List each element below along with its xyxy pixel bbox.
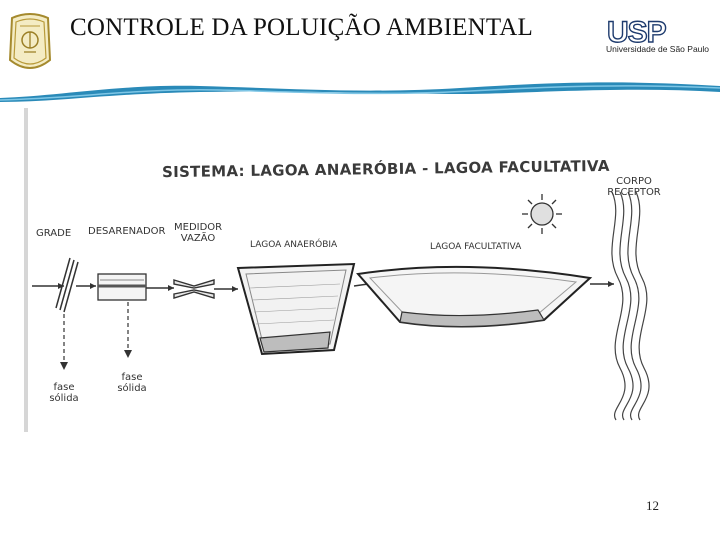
label-fase-solida-desarenador: fase sólida <box>112 372 152 394</box>
grade-screen-icon <box>55 257 79 313</box>
flow-meter-venturi-icon <box>173 279 215 299</box>
lagoa-anaerobia-tank <box>236 262 356 356</box>
label-corpo-receptor: CORPO RECEPTOR <box>606 176 662 198</box>
label-lagoa-facultativa: LAGOA FACULTATIVA <box>430 242 522 252</box>
label-medidor-vazao: MEDIDOR VAZÃO <box>174 222 222 244</box>
treatment-system-diagram <box>24 108 664 432</box>
label-lagoa-anaerobia: LAGOA ANAERÓBIA <box>250 240 338 250</box>
label-medidor-line2: VAZÃO <box>180 233 216 244</box>
page-number: 12 <box>646 498 659 513</box>
university-crest-icon <box>8 13 52 69</box>
label-medidor-line1: MEDIDOR <box>174 222 223 233</box>
label-corpo-line1: CORPO <box>616 176 652 187</box>
label-fase-1: fase <box>53 382 75 393</box>
usp-subtitle: Universidade de São Paulo <box>606 44 710 54</box>
header-wave-divider <box>0 82 720 102</box>
label-corpo-line2: RECEPTOR <box>607 187 661 198</box>
corpo-receptor-river <box>611 191 650 421</box>
usp-logo-text: USP <box>607 16 666 49</box>
label-solida-1: sólida <box>49 393 79 404</box>
label-desarenador: DESARENADOR <box>88 226 166 237</box>
label-fase-solida-grade: fase sólida <box>44 382 84 404</box>
lagoa-facultativa-tank <box>356 265 593 328</box>
page-title: CONTROLE DA POLUIÇÃO AMBIENTAL <box>70 14 534 41</box>
desarenador-tank-icon <box>97 273 147 301</box>
label-grade: GRADE <box>36 228 72 239</box>
label-solida-2: sólida <box>117 383 147 394</box>
sun-icon <box>522 194 562 234</box>
usp-logo: USP <box>606 16 667 50</box>
label-fase-2: fase <box>121 372 143 383</box>
